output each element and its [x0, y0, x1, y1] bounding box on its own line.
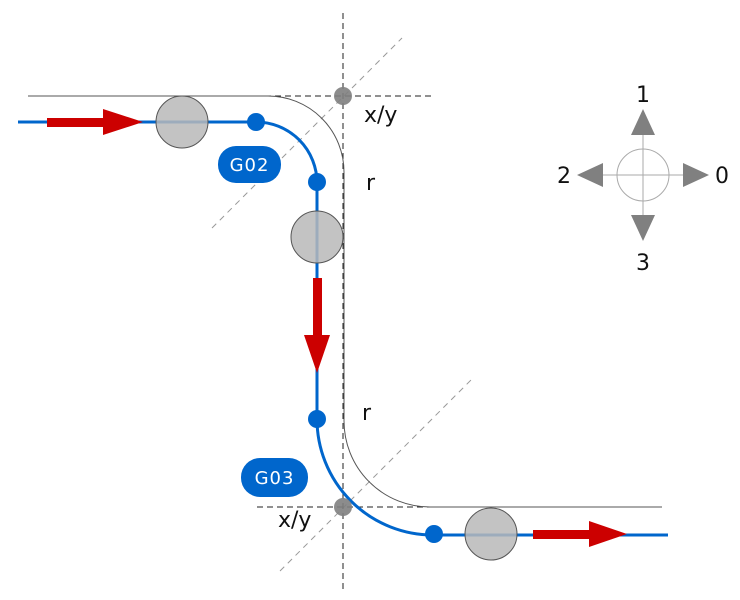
r-label-bottom: r: [362, 401, 372, 426]
tool-circle-3: [464, 507, 518, 561]
compass-arrow-right-icon: [683, 163, 709, 187]
g03-label: G03: [255, 468, 295, 489]
direction-arrow-right-top: [47, 109, 143, 135]
compass-arrow-up-icon: [631, 109, 655, 135]
direction-compass: 1 3 2 0: [557, 83, 729, 276]
compass-arrow-left-icon: [577, 163, 603, 187]
arc-start-point-g03: [308, 410, 326, 428]
g03-badge: G03: [241, 458, 308, 497]
contour-line: [28, 95, 662, 508]
diagonal-guide-top: [211, 37, 403, 229]
r-label-top: r: [366, 171, 376, 196]
compass-label-2: 2: [557, 164, 571, 189]
compass-arrow-down-icon: [631, 215, 655, 241]
arc-end-point-g03: [425, 525, 443, 543]
direction-arrow-right-bottom: [533, 521, 627, 547]
arc-center-top: [334, 87, 352, 105]
xy-label-top: x/y: [364, 103, 397, 128]
tool-circle-1: [155, 95, 209, 149]
xy-label-bottom: x/y: [278, 508, 311, 533]
arc-start-point-g02: [247, 113, 265, 131]
direction-arrow-down: [304, 278, 330, 373]
compass-label-3: 3: [636, 251, 650, 276]
g02-badge: G02: [218, 146, 281, 183]
arc-end-point-g02: [308, 173, 326, 191]
tool-path: [18, 120, 668, 537]
compass-label-0: 0: [715, 164, 729, 189]
compass-label-1: 1: [636, 83, 650, 108]
arc-center-bottom: [334, 498, 352, 516]
g02-label: G02: [230, 155, 270, 176]
tool-circle-2: [290, 210, 344, 264]
diagonal-guide-bottom: [279, 376, 475, 572]
